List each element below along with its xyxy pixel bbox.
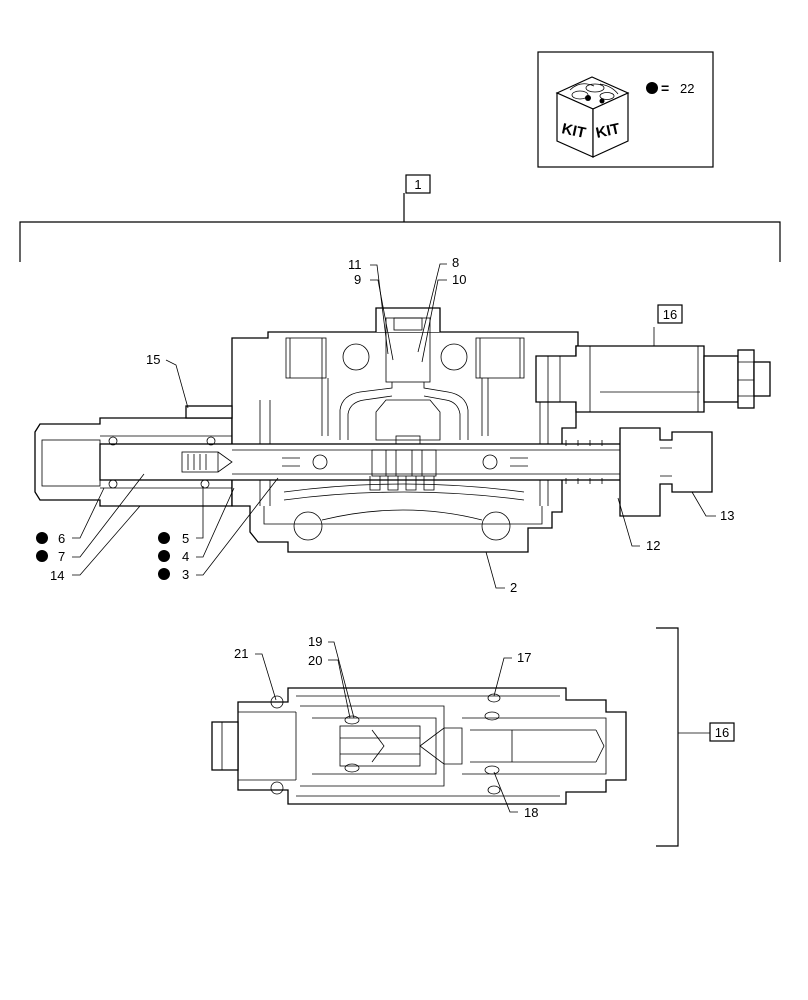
kit-bullet-icon <box>158 550 170 562</box>
detail-callouts: 21 19 20 17 18 <box>234 634 538 820</box>
relief-valve-detail-ref-label: 16 <box>715 725 729 740</box>
kit-legend: KIT KIT = 22 <box>537 51 714 168</box>
callout-14: 14 <box>50 568 64 583</box>
callout-6: 6 <box>58 531 65 546</box>
callout-18: 18 <box>524 805 538 820</box>
main-callouts: 11 9 8 10 15 16 13 12 2 6 7 14 5 4 3 <box>36 255 734 595</box>
kit-bullet-icon <box>646 82 658 94</box>
callout-15: 15 <box>146 352 160 367</box>
kit-bullet-icon <box>158 568 170 580</box>
callout-4: 4 <box>182 549 189 564</box>
callout-12: 12 <box>646 538 660 553</box>
callout-5: 5 <box>182 531 189 546</box>
kit-bullet-icon <box>36 550 48 562</box>
kit-reference-number: 22 <box>680 81 694 96</box>
main-valve-body <box>34 307 771 553</box>
assembly-bracket: 1 <box>19 174 781 262</box>
kit-legend-frame <box>537 51 714 168</box>
callout-7: 7 <box>58 549 65 564</box>
callout-9: 9 <box>354 272 361 287</box>
kit-bullet-icon <box>36 532 48 544</box>
kit-label-left: KIT <box>560 120 587 142</box>
relief-valve-detail-bracket: 16 <box>656 627 735 847</box>
callout-21: 21 <box>234 646 248 661</box>
callout-19: 19 <box>308 634 322 649</box>
kit-equals: = <box>661 80 669 96</box>
callout-3: 3 <box>182 567 189 582</box>
assembly-ref-label: 1 <box>414 177 421 192</box>
relief-valve-ref-label: 16 <box>663 307 677 322</box>
kit-bullet-icon <box>158 532 170 544</box>
main-leader-lines <box>72 263 716 589</box>
relief-valve-detail-ref-box <box>709 722 735 742</box>
callout-8: 8 <box>452 255 459 270</box>
relief-valve-detail <box>211 687 627 805</box>
callout-2: 2 <box>510 580 517 595</box>
kit-label-right: KIT <box>594 120 621 142</box>
kit-box-icon: KIT KIT <box>555 76 630 158</box>
callout-20: 20 <box>308 653 322 668</box>
assembly-ref-box <box>405 174 431 194</box>
callout-10: 10 <box>452 272 466 287</box>
relief-valve-ref-box <box>657 304 683 324</box>
callout-17: 17 <box>517 650 531 665</box>
callout-11: 11 <box>348 257 362 272</box>
callout-13: 13 <box>720 508 734 523</box>
